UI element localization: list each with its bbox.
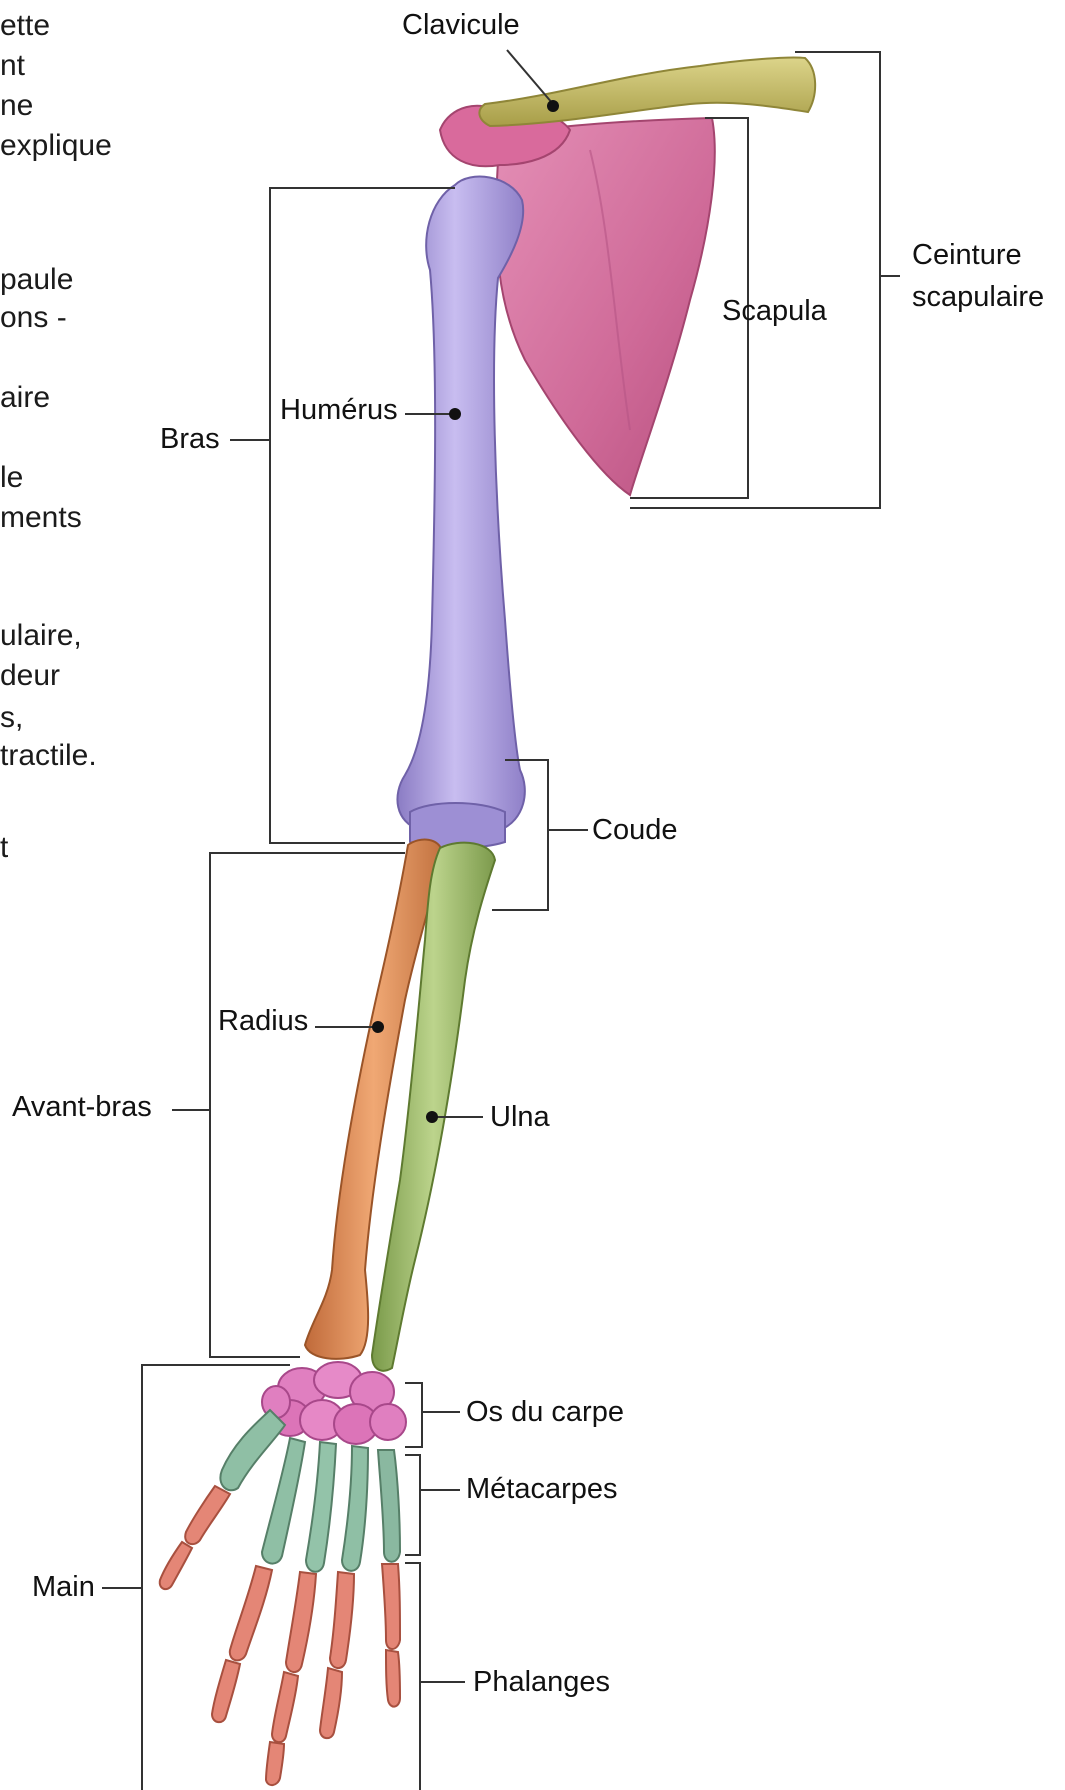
- metacarpes-label: Métacarpes: [466, 1472, 618, 1506]
- scapula-label: Scapula: [722, 294, 827, 328]
- radius-dot: [372, 1021, 384, 1033]
- os-du-carpe-label: Os du carpe: [466, 1395, 624, 1429]
- clavicule-label: Clavicule: [402, 8, 520, 42]
- coude-label: Coude: [592, 813, 677, 847]
- bras-label: Bras: [160, 422, 220, 456]
- ceinture-label-line1: Ceinture: [912, 238, 1022, 272]
- phalanges-label: Phalanges: [473, 1665, 610, 1699]
- avant-bras-label: Avant-bras: [12, 1090, 152, 1124]
- ulna-dot: [426, 1111, 438, 1123]
- main-label: Main: [32, 1570, 95, 1604]
- ulna-bone: [372, 843, 495, 1371]
- humerus-dot: [449, 408, 461, 420]
- radius-label: Radius: [218, 1004, 308, 1038]
- ceinture-label-line2: scapulaire: [912, 280, 1044, 314]
- humerus-label: Humérus: [280, 393, 398, 427]
- ulna-label: Ulna: [490, 1100, 550, 1134]
- carpal-bones: [262, 1362, 406, 1444]
- clavicle-bone: [479, 57, 815, 126]
- clavicule-dot: [547, 100, 559, 112]
